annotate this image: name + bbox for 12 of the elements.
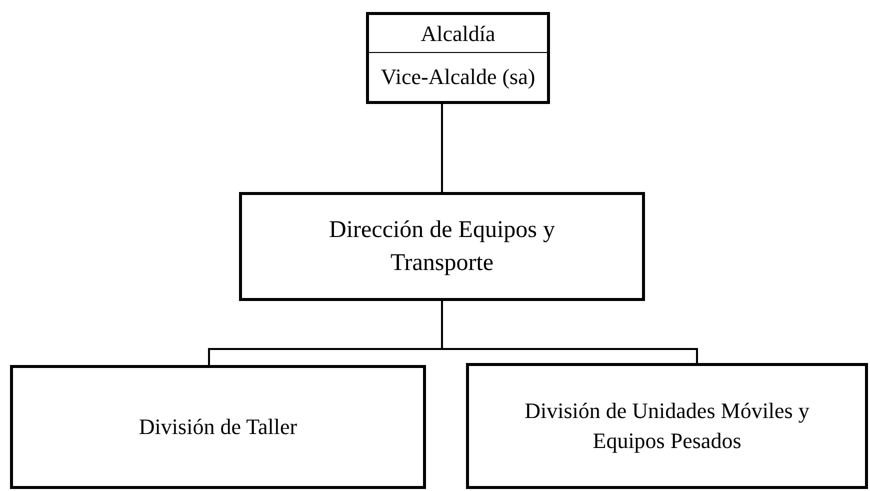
box-label: Dirección de Equipos y Transporte <box>328 216 556 278</box>
box-label: Vice-Alcalde (sa) <box>380 63 536 92</box>
org-box <box>10 365 426 489</box>
org-box <box>466 363 868 489</box>
connector-line <box>441 301 698 363</box>
org-box <box>366 53 550 104</box>
box-label: División de Unidades Móviles y Equipos Pesados <box>524 397 810 455</box>
connector-line <box>441 104 443 192</box>
org-box <box>366 12 550 55</box>
box-label: División de Taller <box>138 413 298 442</box>
box-label: Alcaldía <box>420 20 496 48</box>
org-box <box>239 192 645 301</box>
